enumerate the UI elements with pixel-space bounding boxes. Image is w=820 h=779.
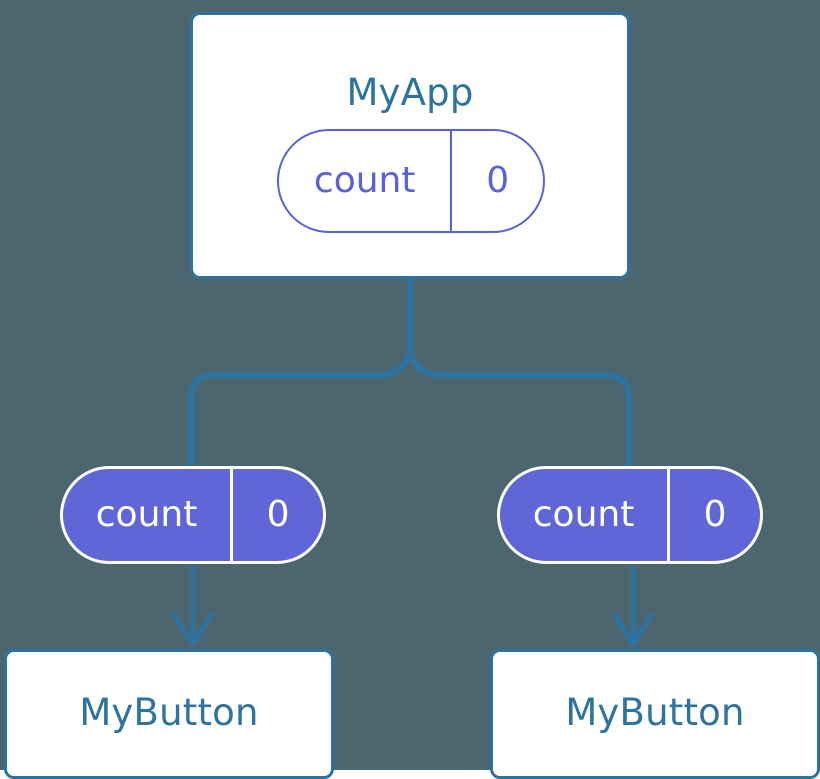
arrow-down-right-icon — [612, 612, 654, 647]
state-key-label: count — [279, 131, 453, 231]
component-label-mybutton: MyButton — [565, 691, 745, 734]
component-node-mybutton-left[interactable]: MyButton — [4, 649, 334, 779]
state-value-label: 0 — [486, 160, 510, 201]
component-label-myapp: MyApp — [346, 71, 474, 114]
component-label-mybutton: MyButton — [79, 691, 259, 734]
state-value-label: 0 — [703, 494, 727, 535]
connector-fork-left — [188, 345, 413, 469]
arrow-down-left-icon — [172, 612, 214, 647]
state-capsule-hook-left[interactable]: count 0 — [60, 466, 326, 564]
state-key-label: count — [500, 469, 671, 561]
state-capsule-myapp[interactable]: count 0 — [277, 129, 545, 233]
component-node-mybutton-right[interactable]: MyButton — [490, 649, 820, 779]
state-key-label: count — [63, 469, 234, 561]
state-value-label: 0 — [266, 494, 290, 535]
state-capsule-hook-right[interactable]: count 0 — [497, 466, 763, 564]
connector-fork-right — [407, 345, 632, 469]
